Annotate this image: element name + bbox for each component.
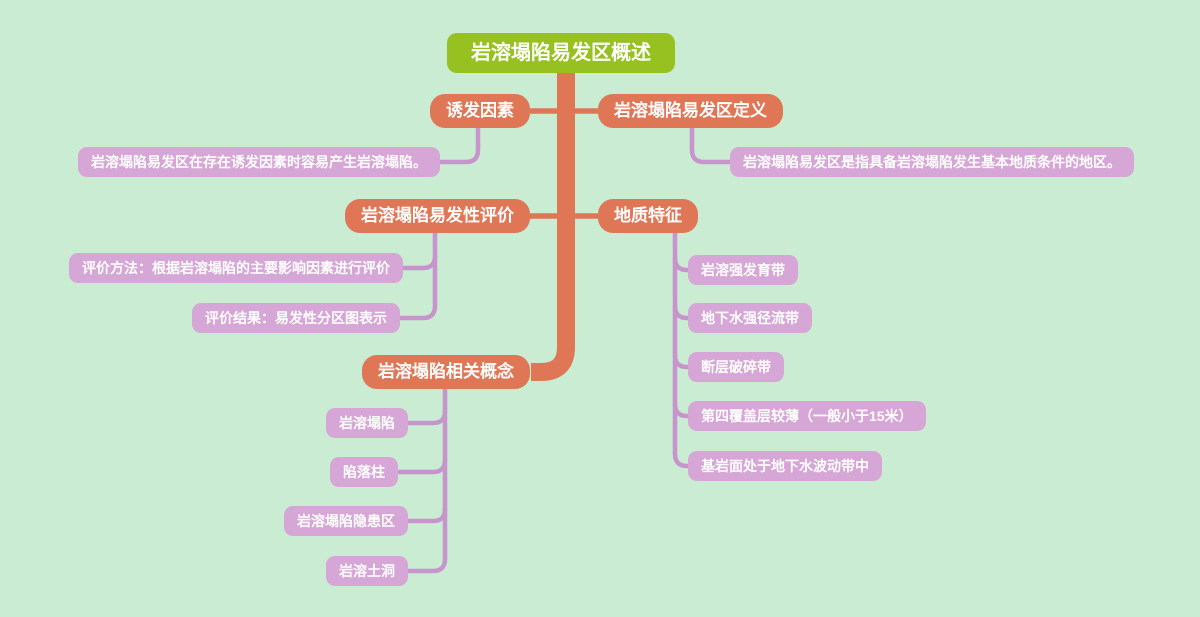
branch-node-definition[interactable]: 岩溶塌陷易发区定义 <box>598 94 783 128</box>
leaf-node[interactable]: 岩溶塌陷易发区在存在诱发因素时容易产生岩溶塌陷。 <box>78 147 440 177</box>
branch-node-evaluation[interactable]: 岩溶塌陷易发性评价 <box>345 199 530 233</box>
leaf-link <box>672 227 690 469</box>
leaf-node[interactable]: 陷落柱 <box>330 457 398 487</box>
branch-node-triggers[interactable]: 诱发因素 <box>430 94 530 128</box>
leaf-node[interactable]: 岩溶土洞 <box>326 556 408 586</box>
leaf-node[interactable]: 基岩面处于地下水波动带中 <box>688 451 882 481</box>
leaf-link <box>406 408 448 426</box>
leaf-link <box>438 123 481 165</box>
leaf-link <box>672 352 690 370</box>
leaf-node[interactable]: 断层破碎带 <box>688 352 784 382</box>
trunk-line <box>531 50 575 381</box>
leaf-link <box>401 253 438 271</box>
leaf-node[interactable]: 地下水强径流带 <box>688 303 812 333</box>
leaf-link <box>672 401 690 419</box>
leaf-node[interactable]: 岩溶塌陷易发区是指具备岩溶塌陷发生基本地质条件的地区。 <box>730 147 1134 177</box>
leaf-node[interactable]: 岩溶塌陷 <box>326 408 408 438</box>
leaf-link <box>396 457 448 475</box>
branch-node-geology[interactable]: 地质特征 <box>598 199 698 233</box>
leaf-link <box>689 123 732 165</box>
leaf-link <box>406 506 448 524</box>
leaf-link <box>406 384 448 574</box>
leaf-node[interactable]: 岩溶塌陷隐患区 <box>284 506 408 536</box>
leaf-link <box>672 303 690 321</box>
root-node[interactable]: 岩溶塌陷易发区概述 <box>447 33 675 73</box>
leaf-link <box>672 255 690 273</box>
leaf-link <box>398 227 438 321</box>
leaf-node[interactable]: 评价结果：易发性分区图表示 <box>192 303 400 333</box>
leaf-node[interactable]: 岩溶强发育带 <box>688 255 798 285</box>
leaf-node[interactable]: 第四覆盖层较薄（一般小于15米） <box>688 401 926 431</box>
leaf-node[interactable]: 评价方法：根据岩溶塌陷的主要影响因素进行评价 <box>69 253 403 283</box>
branch-node-concepts[interactable]: 岩溶塌陷相关概念 <box>362 355 530 389</box>
